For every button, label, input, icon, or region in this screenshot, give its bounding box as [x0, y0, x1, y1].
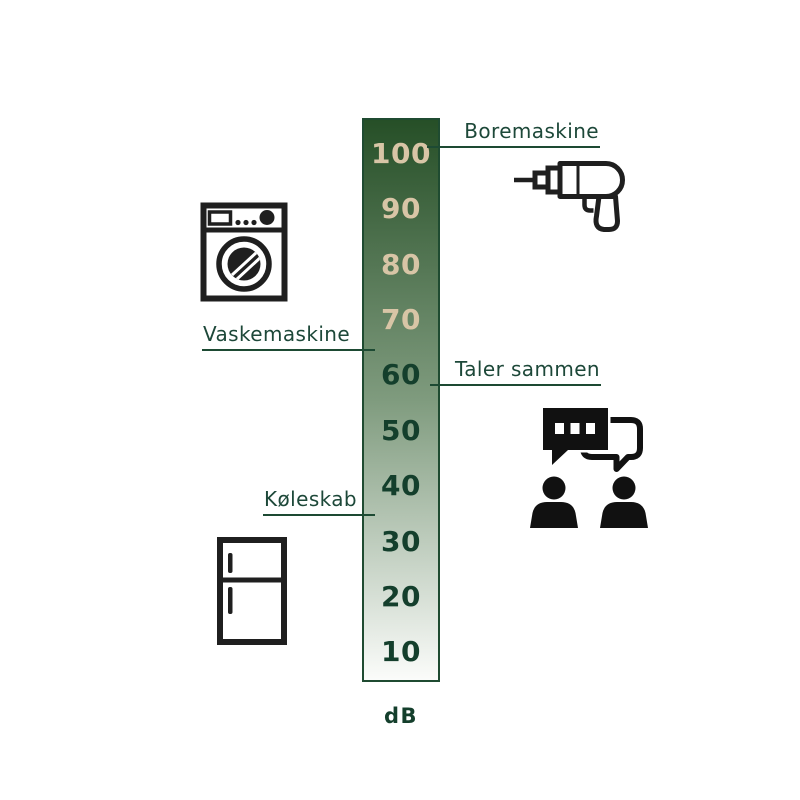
refrigerator-icon	[217, 537, 287, 649]
scale-tick-50: 50	[381, 413, 421, 447]
conversation-icon	[528, 398, 668, 537]
db-unit-label: dB	[383, 704, 419, 728]
label-koleskab: Køleskab	[263, 484, 375, 516]
scale-tick-60: 60	[381, 358, 421, 392]
scale-tick-10: 10	[381, 635, 421, 669]
scale-tick-70: 70	[381, 302, 421, 336]
label-vaskemaskine: Vaskemaskine	[202, 319, 375, 351]
washing-machine-icon	[200, 202, 288, 306]
scale-tick-80: 80	[381, 247, 421, 281]
label-boremaskine: Boremaskine	[427, 116, 600, 148]
label-taler-sammen: Taler sammen	[430, 354, 601, 386]
scale-tick-30: 30	[381, 524, 421, 558]
db-scale-bar: 100 90 80 70 60 50 40 30 20 10	[362, 118, 440, 682]
scale-tick-20: 20	[381, 579, 421, 613]
scale-tick-100: 100	[371, 136, 431, 170]
scale-tick-90: 90	[381, 192, 421, 226]
drill-icon	[512, 160, 626, 242]
scale-tick-40: 40	[381, 469, 421, 503]
